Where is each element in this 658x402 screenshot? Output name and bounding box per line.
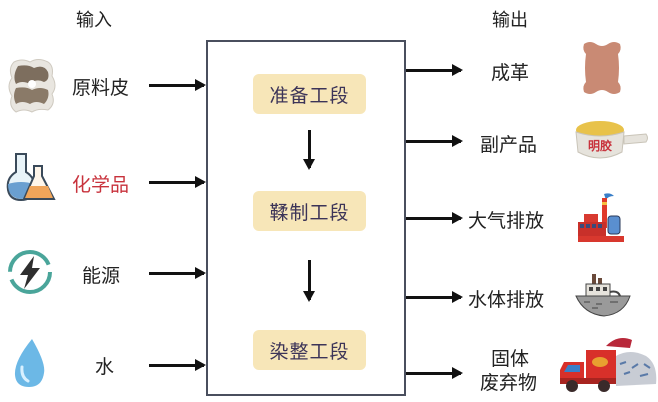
stage-preparation: 准备工段 [253,74,366,114]
output-arrow-leather [406,64,463,76]
output-label-solid-line2: 废弃物 [480,372,538,394]
input-label-raw-hide: 原料皮 [72,77,130,99]
output-label-leather: 成革 [491,62,530,84]
outputs-header: 输出 [492,10,528,31]
output-label-byproduct: 副产品 [480,134,538,156]
stage-finishing: 染整工段 [253,330,366,370]
output-arrow-water [406,291,463,303]
output-label-solid-line1: 固体 [491,348,530,370]
input-arrow-water [149,359,206,371]
chemical-flasks-icon [6,153,56,202]
stage-tanning: 鞣制工段 [253,191,366,231]
output-label-air: 大气排放 [468,210,545,232]
input-arrow-energy [149,267,206,279]
gelatin-pot-icon: 明胶 [575,121,648,159]
energy-bolt-icon [8,250,52,294]
garbage-truck-icon [560,338,657,392]
raw-hide-icon [8,59,56,113]
output-arrow-solid [406,367,463,379]
input-label-energy: 能源 [82,265,121,287]
stage-arrow-2 [303,260,315,302]
input-arrow-raw-hide [149,79,206,91]
output-arrow-byproduct [406,135,463,147]
input-label-water: 水 [95,356,115,378]
input-arrow-chemicals [149,176,206,188]
ship-discharge-icon [575,274,631,317]
factory-emission-icon [578,193,624,242]
leather-hide-icon [583,42,621,94]
water-drop-icon [14,339,45,387]
input-label-chemicals: 化学品 [72,174,130,196]
inputs-header: 输入 [76,10,112,31]
output-arrow-air [406,212,463,224]
output-label-water-discharge: 水体排放 [468,289,545,311]
gelatin-label: 明胶 [588,138,612,153]
stage-arrow-1 [303,130,315,170]
